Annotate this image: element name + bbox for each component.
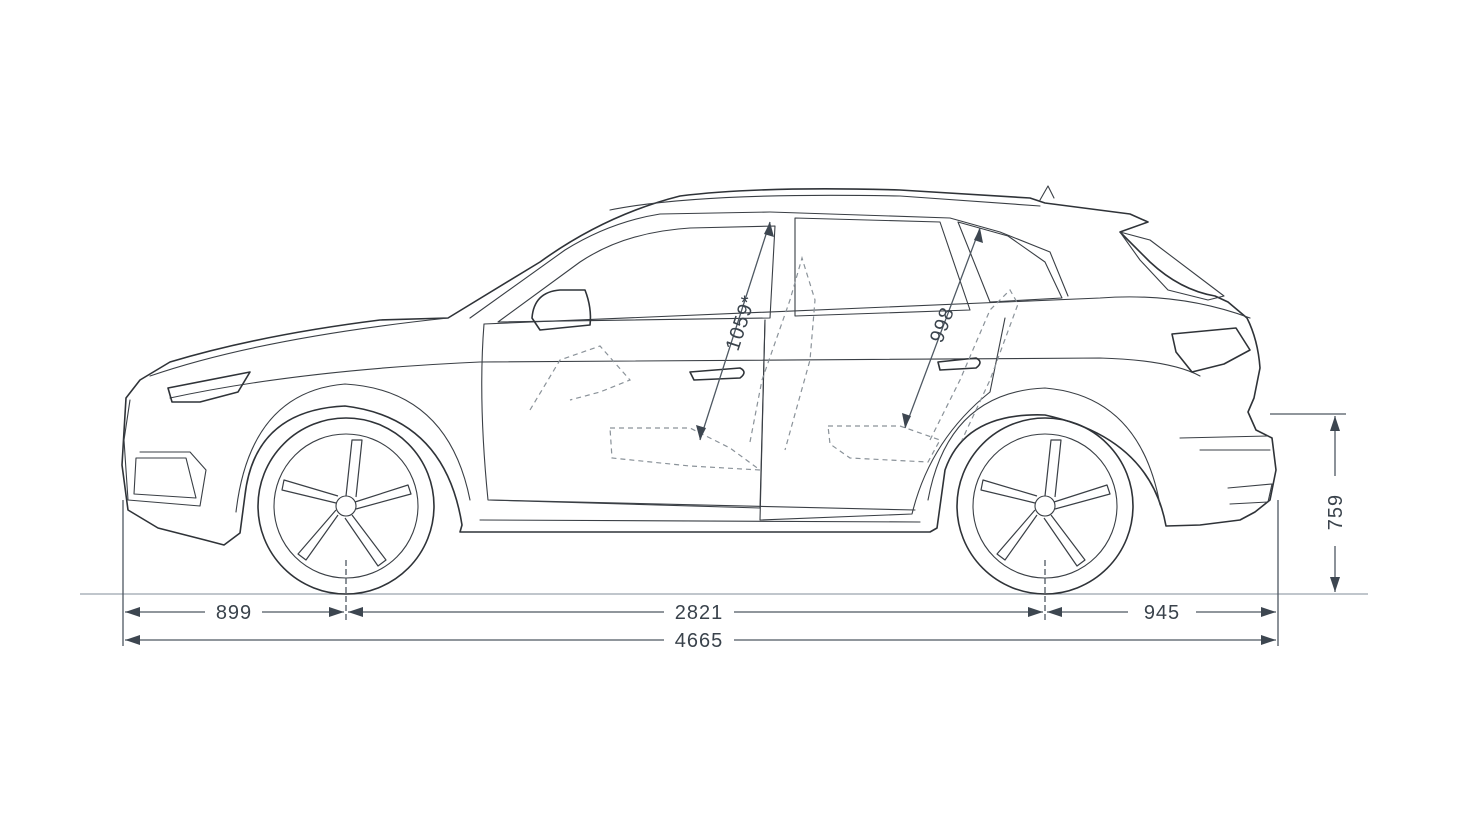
loading-sill-label: 759 bbox=[1325, 494, 1347, 530]
front-door-handle bbox=[689, 367, 745, 381]
front-wheel-arch bbox=[235, 383, 471, 513]
rear-wheel-arch bbox=[927, 387, 1161, 506]
hood-line bbox=[149, 317, 449, 377]
windshield bbox=[469, 211, 771, 319]
fog-vent bbox=[133, 457, 197, 499]
rear-door-handle bbox=[937, 357, 981, 371]
overall-length-dimension: 4665 bbox=[125, 630, 1276, 652]
loading-sill-dimension: 759 bbox=[1270, 413, 1347, 592]
taillight bbox=[1171, 327, 1251, 373]
quarter-window bbox=[957, 221, 1063, 303]
rear-wheel-spokes bbox=[980, 439, 1111, 567]
front-seat bbox=[529, 255, 816, 471]
beltline bbox=[483, 296, 1251, 325]
rear-window bbox=[794, 217, 971, 317]
front-overhang-dimension: 899 bbox=[125, 602, 344, 624]
rear-spoiler bbox=[1039, 185, 1055, 201]
rear-overhang-label: 945 bbox=[1144, 602, 1180, 624]
rear-glass bbox=[1119, 231, 1225, 301]
headlight bbox=[167, 371, 251, 403]
front-wheel bbox=[257, 417, 435, 595]
rear-bumper bbox=[1179, 435, 1273, 505]
rear-headroom-label: 998 bbox=[926, 304, 959, 346]
front-window bbox=[497, 225, 776, 323]
window-line-top bbox=[769, 211, 1069, 297]
side-sill bbox=[479, 499, 921, 523]
front-door bbox=[481, 319, 766, 509]
front-wheel-spokes bbox=[281, 439, 412, 567]
rear-overhang-dimension: 945 bbox=[1047, 602, 1276, 624]
body-outline bbox=[121, 188, 1277, 546]
rear-door bbox=[759, 317, 1006, 521]
overall-length-label: 4665 bbox=[675, 630, 724, 652]
front-overhang-label: 899 bbox=[216, 602, 252, 624]
rear-wheel bbox=[956, 417, 1134, 595]
front-bumper bbox=[123, 399, 207, 507]
rear-seat bbox=[827, 289, 1019, 463]
car-body bbox=[121, 185, 1277, 546]
rear-headroom-dimension: 998 bbox=[902, 227, 983, 429]
roof-rail bbox=[609, 194, 1041, 211]
side-mirror bbox=[531, 289, 592, 331]
shoulder-line bbox=[169, 357, 1201, 399]
front-headroom-label: 1059* bbox=[722, 292, 761, 353]
wheelbase-dimension: 2821 bbox=[348, 602, 1043, 624]
wheelbase-label: 2821 bbox=[675, 602, 724, 624]
